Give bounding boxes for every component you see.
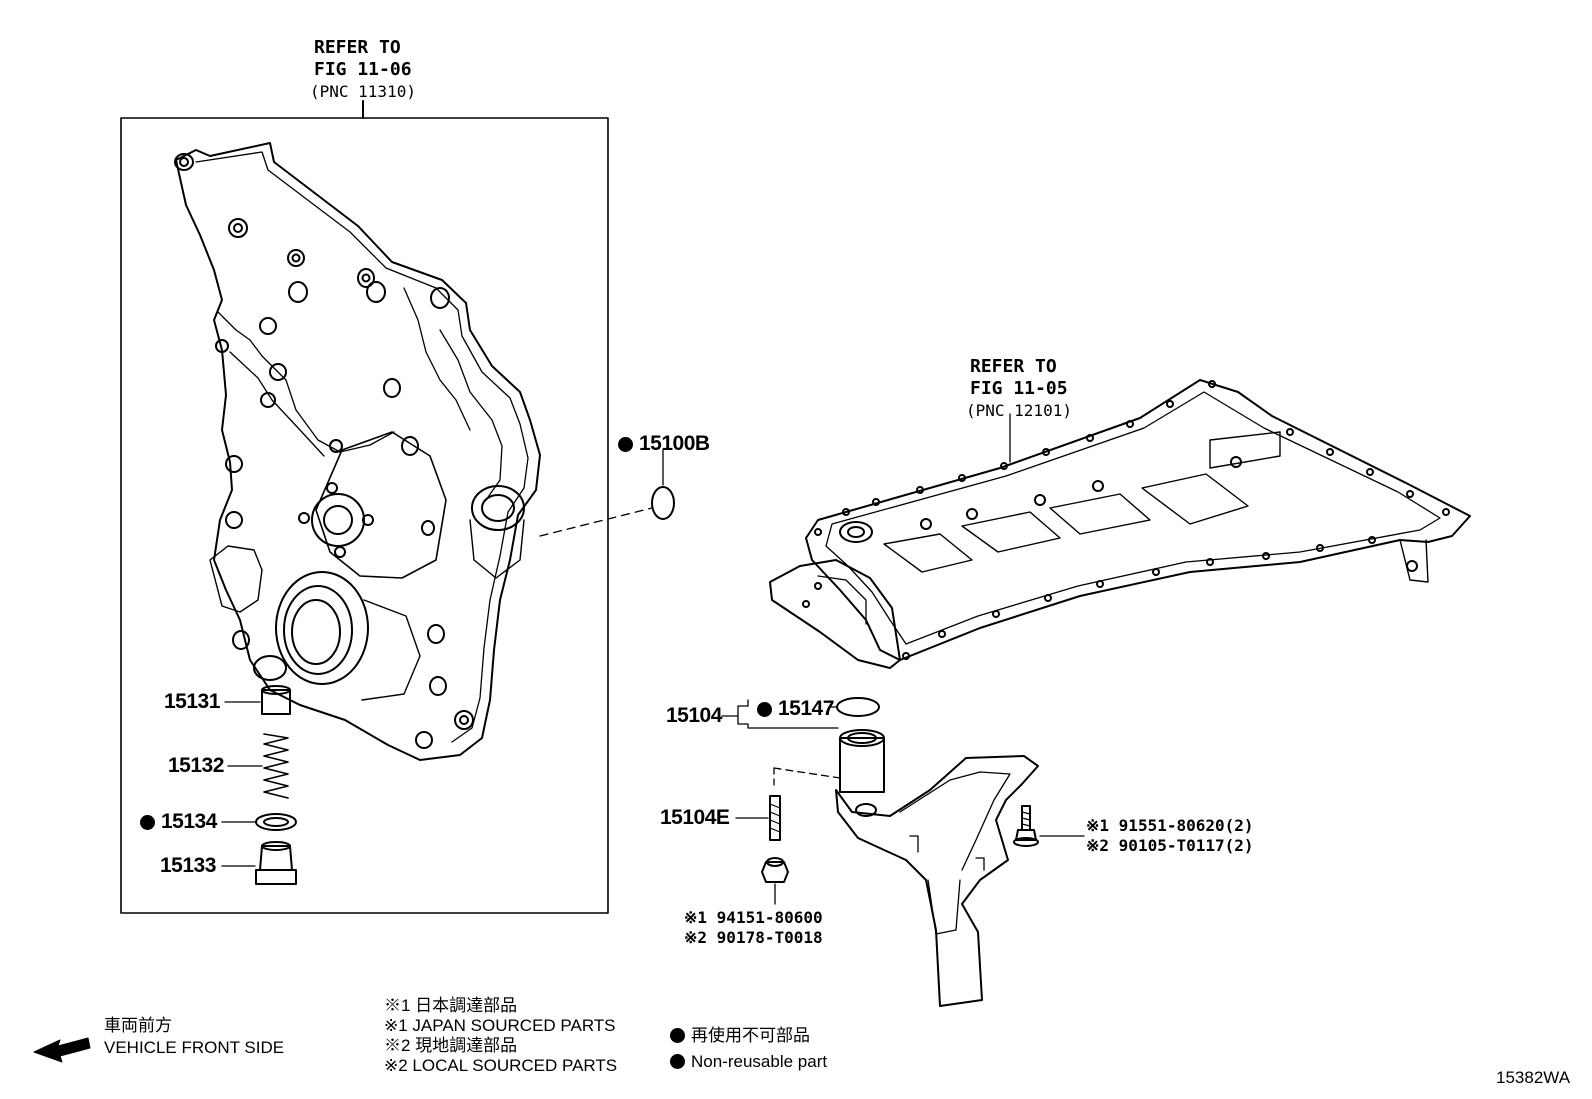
nut-code-line1[interactable]: ※1 94151-80600 [684,908,823,927]
legend-source-4: ※2 LOCAL SOURCED PARTS [384,1056,618,1075]
non-reusable-dot-icon [757,702,772,717]
o-ring-15147 [836,697,880,717]
figure-id: 15382WA [1496,1068,1571,1087]
part-15104E-label[interactable]: 15104E [660,806,730,829]
oil-strainer-15104 [835,729,1039,1007]
nut-94151-80600 [761,857,789,883]
legend-reuse-en: Non-reusable part [670,1052,827,1072]
pan-refer-line1: REFER TO [970,356,1057,377]
part-15147-label[interactable]: 15147 [757,697,834,721]
stud-15104E [769,795,781,841]
non-reusable-dot-icon [670,1028,685,1043]
part-15100B-label[interactable]: 15100B [618,432,710,456]
spring-15132 [263,733,289,799]
part-15133-label[interactable]: 15133 [160,854,216,877]
bolt-91551-80620 [1013,805,1039,847]
cover-refer-line1: REFER TO [314,37,401,58]
legend-source-3: ※2 現地調達部品 [384,1036,518,1055]
bolt-code-line2[interactable]: ※2 90105-T0117(2) [1086,836,1254,855]
part-15134-label[interactable]: 15134 [140,810,217,834]
plug-15133 [255,841,297,885]
nut-code-line2[interactable]: ※2 90178-T0018 [684,928,823,947]
legend-reuse-jp: 再使用不可部品 [670,1026,810,1046]
cover-refer-line2: FIG 11-06 [314,59,412,80]
legend-source-1: ※1 日本調達部品 [384,996,518,1015]
legend-source-2: ※1 JAPAN SOURCED PARTS [384,1016,616,1035]
part-15132-label[interactable]: 15132 [168,754,224,777]
relief-valve-15131 [261,685,291,715]
cover-refer-line3: (PNC 11310) [310,82,416,101]
part-15131-label[interactable]: 15131 [164,690,220,713]
front-side-jp: 車両前方 [104,1016,172,1035]
bolt-code-line1[interactable]: ※1 91551-80620(2) [1086,816,1254,835]
non-reusable-dot-icon [140,815,155,830]
front-arrow-icon [33,1037,91,1063]
non-reusable-dot-icon [670,1054,685,1069]
oil-pan-drawing [769,379,1471,669]
pan-refer-line3: (PNC 12101) [966,401,1072,420]
gasket-15134 [255,813,297,831]
part-15104-label[interactable]: 15104 [666,704,722,727]
pan-refer-line2: FIG 11-05 [970,378,1068,399]
timing-chain-cover-drawing [174,142,541,761]
cover-assembly-frame [120,117,609,914]
front-side-en: VEHICLE FRONT SIDE [104,1038,285,1057]
non-reusable-dot-icon [618,437,633,452]
o-ring-15100B [651,486,675,520]
